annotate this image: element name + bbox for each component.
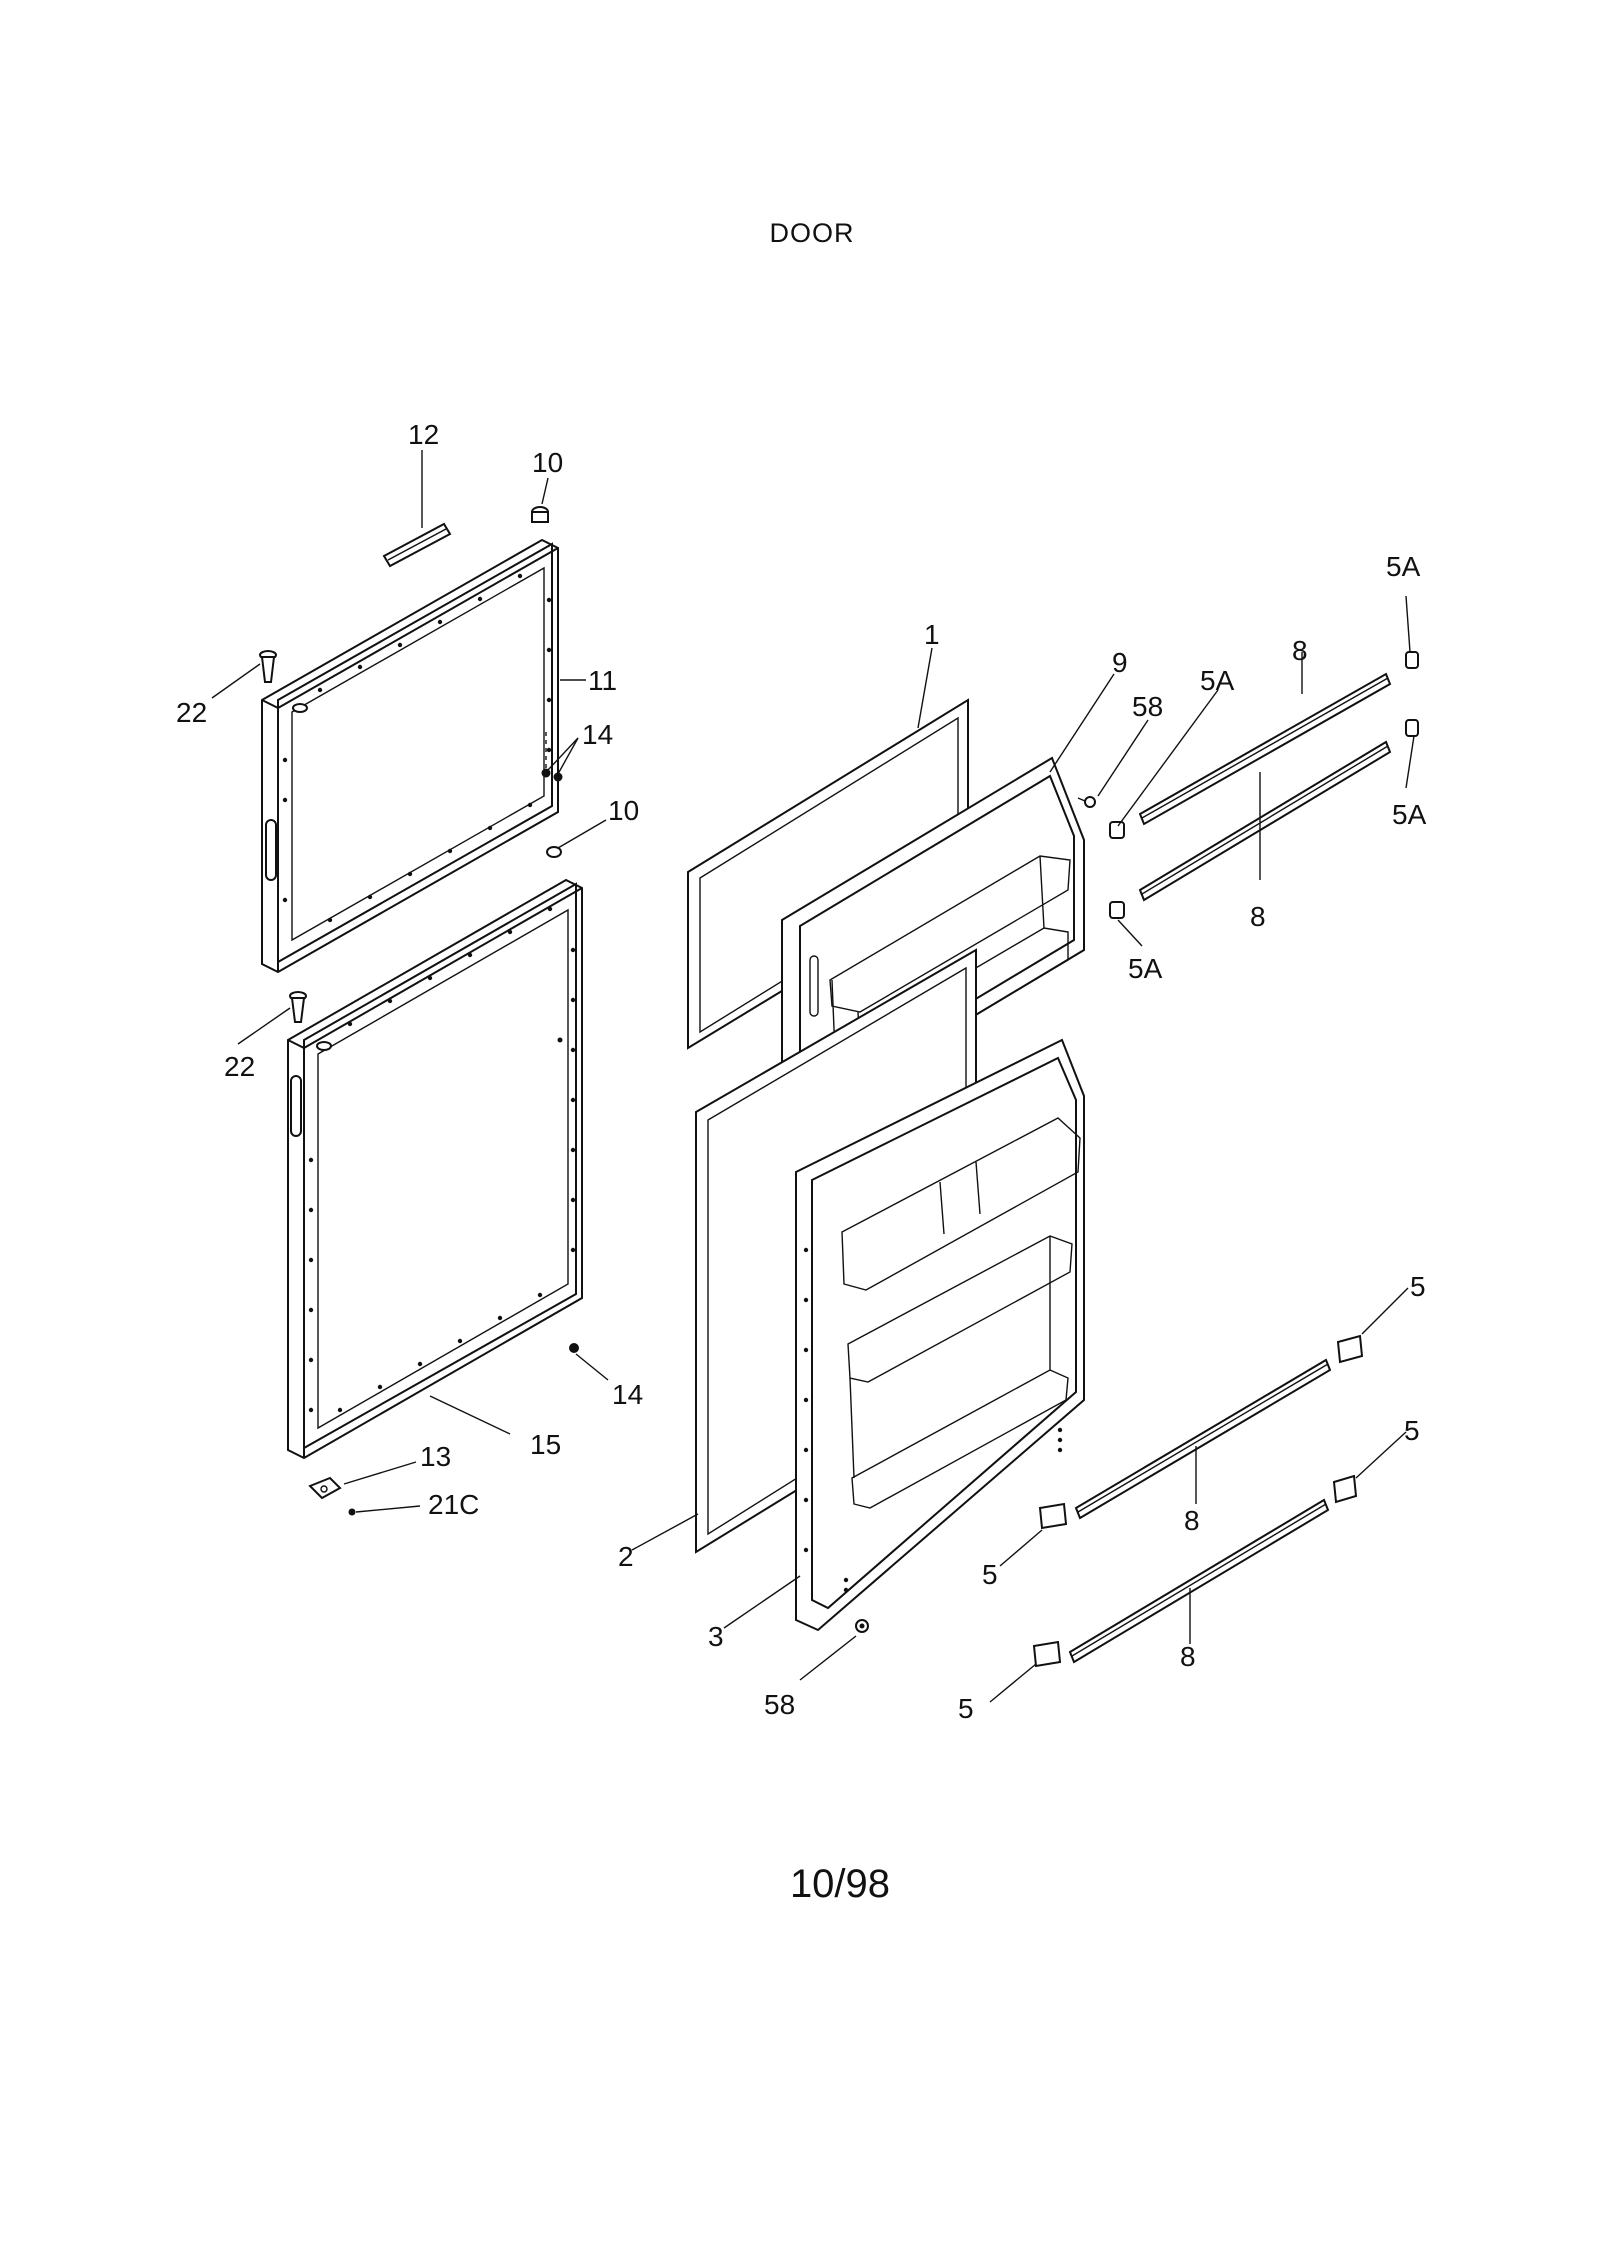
callout-5-bottom-left: 5 [958, 1693, 974, 1724]
callout-8-lower-top: 8 [1184, 1505, 1200, 1536]
callout-22-lower: 22 [224, 1051, 255, 1082]
callout-8-upper-bottom: 8 [1250, 901, 1266, 932]
rail-end-cap-upper-right [1405, 651, 1419, 669]
callout-12: 12 [408, 419, 439, 450]
callout-58-lower: 58 [764, 1689, 795, 1720]
liner-screw-upper [1077, 796, 1096, 808]
callout-5-middle-right: 5 [1404, 1415, 1420, 1446]
callout-5A-top-right: 5A [1386, 551, 1421, 582]
hinge-pin-lower [289, 991, 307, 1023]
callout-14-lower: 14 [612, 1379, 643, 1410]
callout-2: 2 [618, 1541, 634, 1572]
callout-15: 15 [530, 1429, 561, 1460]
callout-5A-lower-left: 5A [1128, 953, 1163, 984]
callout-9: 9 [1112, 647, 1128, 678]
upper-shelf-rail-bottom [1138, 740, 1392, 902]
callout-5A-right: 5A [1392, 799, 1427, 830]
lower-door-liner [795, 1038, 1085, 1632]
callout-22-upper: 22 [176, 697, 207, 728]
hinge-screw [348, 1508, 356, 1516]
lower-shelf-rail-top [1074, 1358, 1332, 1520]
callout-1: 1 [924, 619, 940, 650]
hinge-bushing-upper [531, 506, 549, 523]
liner-screw-lower [855, 1619, 869, 1633]
rail-end-cap-lower-right [1405, 719, 1419, 737]
callout-58-upper: 58 [1132, 691, 1163, 722]
hinge-bushing-lower [546, 846, 562, 858]
diagram-title: DOOR [769, 218, 855, 248]
callout-5A-upper-left: 5A [1200, 665, 1235, 696]
rail-bracket-middle-right [1332, 1474, 1358, 1504]
callout-3: 3 [708, 1621, 724, 1652]
hinge-bracket [308, 1476, 342, 1500]
callout-labels: 12 10 22 11 14 10 22 14 15 13 21C 1 9 58… [176, 419, 1427, 1724]
callout-13: 13 [420, 1441, 451, 1472]
callout-14-upper: 14 [582, 719, 613, 750]
lower-shelf-rail-bottom [1068, 1498, 1330, 1664]
date-code: 10/98 [789, 1862, 891, 1906]
rail-bracket-middle-left [1038, 1502, 1068, 1530]
plug-upper [541, 728, 563, 782]
callout-10-lower: 10 [608, 795, 639, 826]
hinge-pin-upper [259, 650, 277, 683]
lower-door-outer-panel [287, 878, 583, 1460]
callout-8-lower-bottom: 8 [1180, 1641, 1196, 1672]
plug-lower [569, 1343, 579, 1353]
handle-trim-strip [382, 522, 452, 568]
upper-shelf-rail-top [1138, 672, 1392, 826]
rail-end-cap-lower-left [1109, 901, 1125, 919]
rail-bracket-top-right [1336, 1334, 1364, 1364]
upper-door-outer-panel [261, 538, 559, 974]
callout-10-upper: 10 [532, 447, 563, 478]
rail-bracket-bottom-left [1032, 1640, 1062, 1668]
callout-5-middle-left: 5 [982, 1559, 998, 1590]
leader-lines [211, 450, 1415, 1703]
rail-end-cap-upper-left [1109, 821, 1125, 839]
callout-11: 11 [588, 665, 617, 696]
callout-5-top-right: 5 [1410, 1271, 1426, 1302]
callout-21C: 21C [428, 1489, 479, 1520]
callout-8-upper-top: 8 [1292, 635, 1308, 666]
